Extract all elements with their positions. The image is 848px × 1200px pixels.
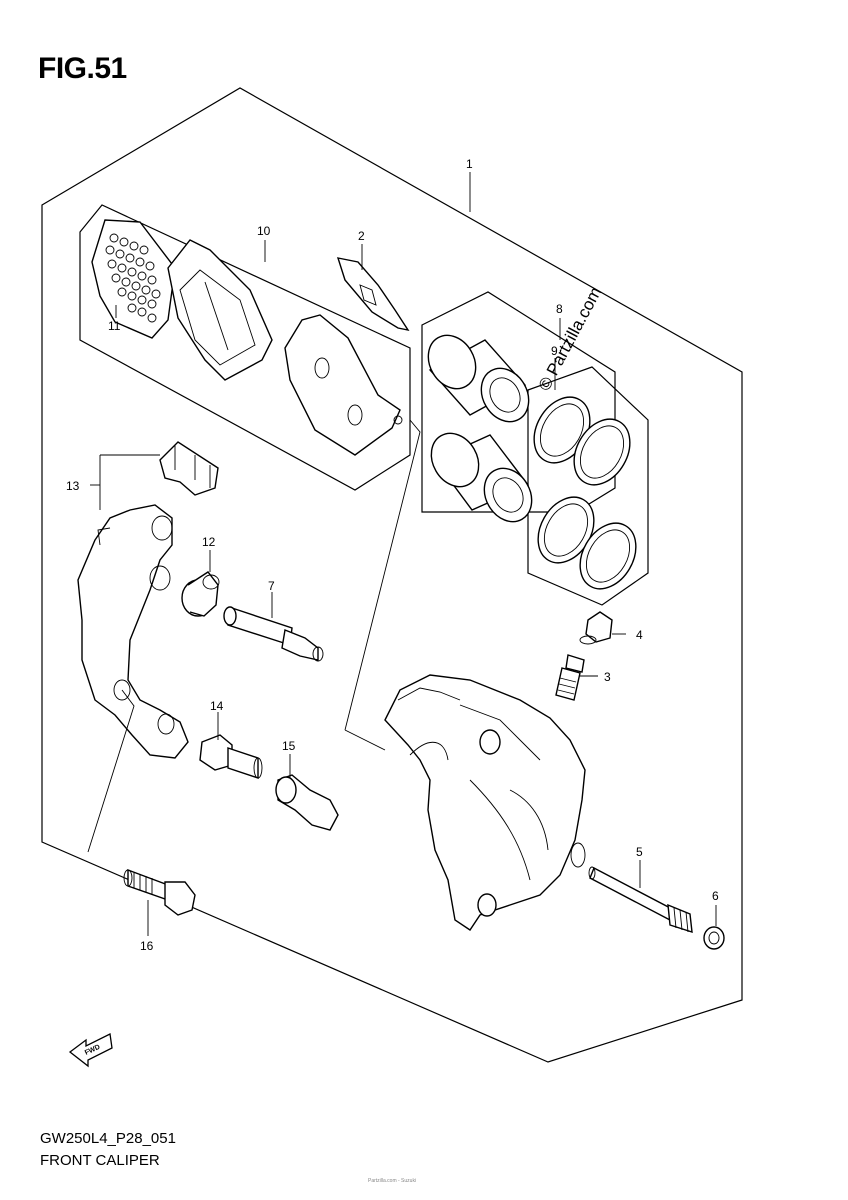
brake-pad-front[interactable] xyxy=(167,239,273,381)
callout-1: 1 xyxy=(466,157,473,171)
pad-pin-plug[interactable] xyxy=(703,926,725,950)
fine-print: Partzilla.com - Suzuki xyxy=(368,1178,417,1184)
slide-pin-lower[interactable] xyxy=(199,734,263,779)
leader-lines xyxy=(87,172,717,936)
section-name: FRONT CALIPER xyxy=(40,1152,160,1169)
watermark-text: © Partzilla.com xyxy=(535,284,606,394)
caliper-bracket[interactable] xyxy=(77,504,189,759)
callout-14: 14 xyxy=(210,699,224,713)
callout-9: 9 xyxy=(551,344,558,358)
caliper-housing[interactable] xyxy=(384,674,586,931)
piston-seals[interactable] xyxy=(523,387,647,599)
forward-arrow-icon: FWD xyxy=(68,1033,113,1068)
pin-boot[interactable] xyxy=(181,571,220,617)
pad-shim[interactable] xyxy=(91,219,176,339)
callout-15: 15 xyxy=(282,739,296,753)
callout-5: 5 xyxy=(636,845,643,859)
pad-retainer[interactable] xyxy=(159,441,219,496)
callout-12: 12 xyxy=(202,535,216,549)
pad-pin[interactable] xyxy=(588,866,693,933)
piston-upper[interactable] xyxy=(419,327,538,430)
callout-13: 13 xyxy=(66,479,80,493)
slide-pin-upper[interactable] xyxy=(223,606,324,662)
callout-11: 11 xyxy=(108,319,121,333)
callout-7: 7 xyxy=(268,579,275,593)
pad-spring[interactable] xyxy=(336,257,410,332)
assembly-outline-caliper xyxy=(41,87,743,1063)
bleeder-valve[interactable] xyxy=(555,654,585,701)
callout-6: 6 xyxy=(712,889,719,903)
bleeder-cap[interactable] xyxy=(579,611,613,645)
model-code: GW250L4_P28_051 xyxy=(40,1130,176,1147)
piston-set-outline xyxy=(421,291,616,513)
callout-2: 2 xyxy=(358,229,365,243)
brake-pad-rear[interactable] xyxy=(284,314,403,456)
callout-3: 3 xyxy=(604,670,611,684)
bracket-bolt[interactable] xyxy=(123,868,196,916)
callout-10: 10 xyxy=(257,224,271,238)
figure-title: FIG.51 xyxy=(38,52,127,85)
callout-16: 16 xyxy=(140,939,154,953)
callout-8: 8 xyxy=(556,302,563,316)
slide-pin-rubber[interactable] xyxy=(275,774,339,831)
pad-set-outline xyxy=(79,204,411,491)
callout-4: 4 xyxy=(636,628,643,642)
seal-set-outline xyxy=(527,366,649,606)
piston-lower[interactable] xyxy=(422,425,541,530)
